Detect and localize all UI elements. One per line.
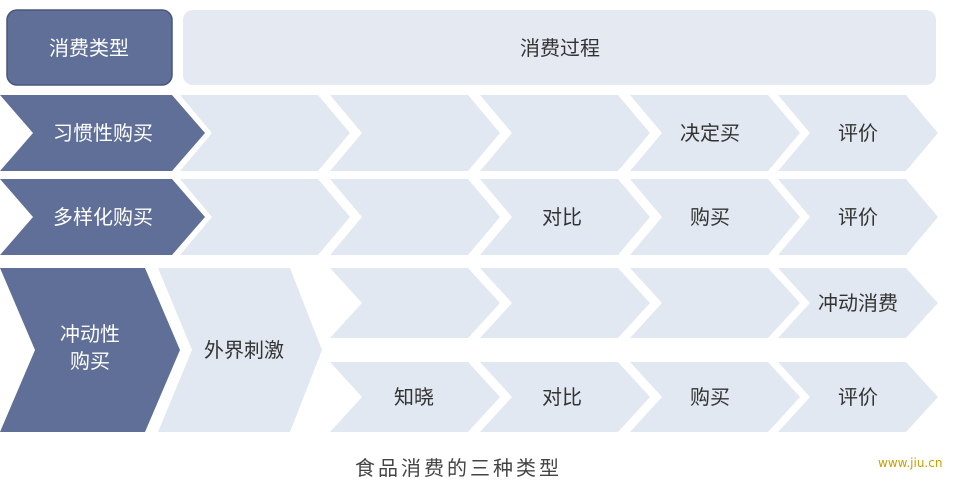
impulse-bottom-step-label-4: 评价 <box>838 385 878 409</box>
impulse-top-step-2 <box>480 268 650 338</box>
variety-step-label-3: 对比 <box>542 205 582 229</box>
variety-type-label: 多样化购买 <box>53 205 153 229</box>
impulse-type-label-line2: 购买 <box>70 349 110 373</box>
variety-step-1 <box>180 179 350 255</box>
impulse-bottom-step-label-1: 知晓 <box>394 385 434 409</box>
habitual-step-3 <box>480 95 650 171</box>
process-header-label: 消费过程 <box>520 36 600 60</box>
habitual-step-5 <box>778 95 938 171</box>
habitual-step-4 <box>630 95 800 171</box>
impulse-stimulus-label: 外界刺激 <box>204 338 284 362</box>
impulse-top-step-3 <box>630 268 800 338</box>
impulse-top-step-4 <box>778 268 938 338</box>
impulse-top-step-1 <box>330 268 500 338</box>
variety-step-label-5: 评价 <box>838 205 878 229</box>
impulse-bottom-step-3 <box>630 362 800 432</box>
habitual-step-1 <box>180 95 350 171</box>
habitual-type-label: 习惯性购买 <box>53 121 153 145</box>
diagram-caption: 食品消费的三种类型 <box>355 456 562 480</box>
impulse-type-chevron <box>0 268 180 432</box>
variety-step-5 <box>778 179 938 255</box>
variety-step-label-4: 购买 <box>690 205 730 229</box>
variety-step-2 <box>330 179 500 255</box>
process-header-box <box>183 10 936 85</box>
impulse-bottom-step-2 <box>480 362 650 432</box>
habitual-type-chevron <box>0 95 205 171</box>
variety-step-3 <box>480 179 650 255</box>
impulse-top-step-label-4: 冲动消费 <box>818 291 898 315</box>
impulse-stimulus-chevron <box>158 268 322 432</box>
impulse-type-label-line1: 冲动性 <box>60 322 120 346</box>
impulse-bottom-step-label-2: 对比 <box>542 385 582 409</box>
habitual-step-label-5: 评价 <box>838 121 878 145</box>
habitual-step-2 <box>330 95 500 171</box>
impulse-bottom-step-4 <box>778 362 938 432</box>
habitual-step-label-4: 决定买 <box>680 121 740 145</box>
impulse-bottom-step-label-3: 购买 <box>690 385 730 409</box>
type-header-label: 消费类型 <box>49 36 129 60</box>
variety-step-4 <box>630 179 800 255</box>
impulse-bottom-step-1 <box>330 362 500 432</box>
variety-type-chevron <box>0 179 205 255</box>
watermark-text: www.jiu.cn <box>878 456 943 470</box>
type-header-box <box>6 9 173 86</box>
